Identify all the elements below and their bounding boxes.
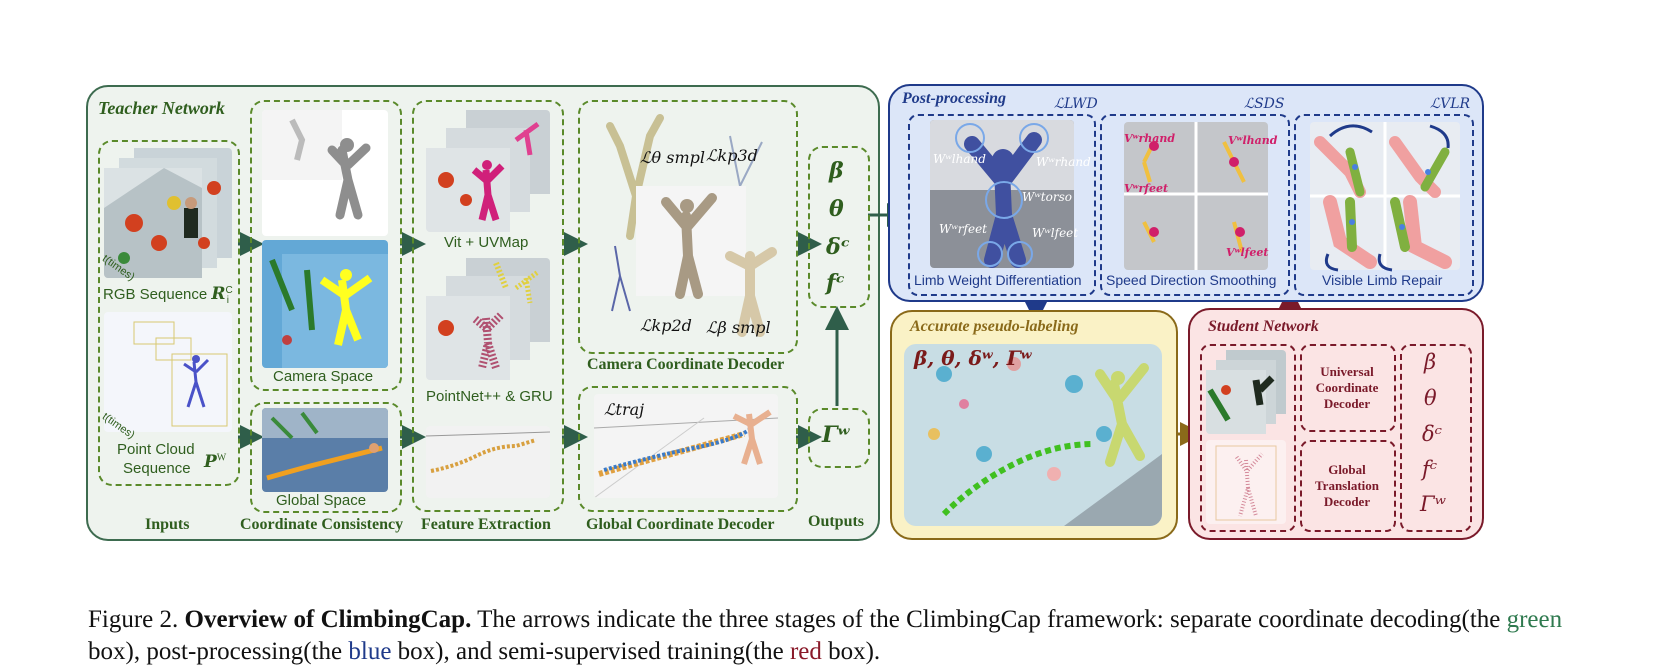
inputs-box	[98, 140, 240, 486]
global-translation-decoder-label: Global Translation Decoder	[1314, 462, 1380, 509]
pseudo-labeling-title: Accurate pseudo-labeling	[910, 318, 1079, 335]
feature-trajectory-image	[426, 426, 550, 498]
output-delta: δᶜ	[826, 234, 851, 260]
point-cloud-symbol: PW	[204, 452, 226, 472]
w-lfeet: Wʷlfeet	[1032, 226, 1079, 240]
point-cloud-label-1: Point Cloud	[117, 441, 195, 458]
caption-text-1: The arrows indicate the three stages of …	[471, 606, 1507, 633]
rgb-sub: i	[226, 295, 230, 306]
student-output-theta: θ	[1424, 386, 1437, 410]
loss-theta-smpl: ℒθ smpl	[640, 148, 705, 167]
point-cloud-image	[104, 312, 232, 432]
caption-text-2: box), post-processing(the	[88, 638, 349, 665]
caption-red: red	[789, 638, 822, 665]
rgb-sequence-text: RGB Sequence	[103, 286, 208, 303]
speed-direction-label: Speed Direction Smoothing	[1106, 272, 1277, 288]
pseudo-labeling-image	[904, 344, 1162, 526]
rgb-sequence-image	[104, 148, 232, 278]
pc-symbol: P	[204, 452, 217, 472]
visible-limb-arrows-icon	[1324, 124, 1450, 272]
vit-uvmap-image	[426, 110, 550, 232]
universal-decoder-box	[1300, 344, 1396, 432]
v-lfeet: Vʷlfeet	[1226, 246, 1269, 259]
post-processing-title: Post-processing	[902, 90, 1006, 107]
section-global-decoder: Global Coordinate Decoder	[586, 516, 775, 533]
limb-weight-label: Limb Weight Differentiation	[914, 272, 1082, 288]
caption-prefix: Figure 2.	[88, 606, 179, 633]
caption-bold: Overview of ClimbingCap.	[184, 606, 472, 633]
student-pointcloud-image	[1206, 440, 1286, 524]
figure-caption: Figure 2. Overview of ClimbingCap. The a…	[88, 604, 1588, 668]
limb-weight-box	[908, 114, 1096, 296]
universal-decoder-label: Universal Coordinate Decoder	[1315, 364, 1379, 411]
loss-traj: ℒtraj	[604, 400, 645, 419]
output-gamma-box	[808, 408, 870, 468]
w-lhand: Wʷlhand	[933, 152, 986, 166]
student-outputs-box	[1400, 344, 1472, 532]
section-feature-extraction: Feature Extraction	[421, 516, 551, 533]
rgb-symbol: R	[211, 284, 226, 304]
student-inputs-box	[1200, 344, 1296, 532]
outputs-box	[808, 146, 870, 308]
pointnet-gru-image	[426, 258, 550, 380]
v-rfeet: Vʷrfeet	[1124, 182, 1169, 195]
loss-sds: ℒSDS	[1244, 96, 1285, 112]
visible-limb-label: Visible Limb Repair	[1322, 272, 1443, 288]
output-f: fᶜ	[826, 270, 845, 296]
student-output-beta: β	[1424, 350, 1437, 374]
vit-uvmap-label: Vit + UVMap	[444, 234, 529, 251]
limb-weight-image	[930, 120, 1074, 268]
pointnet-gru-label: PointNet++ & GRU	[426, 388, 553, 405]
camera-decoder-image	[590, 106, 786, 342]
section-inputs: Inputs	[145, 516, 190, 533]
v-lhand: Vʷlhand	[1228, 134, 1278, 147]
student-rgb-image	[1206, 350, 1286, 434]
global-space-box	[250, 402, 402, 513]
global-space-image	[262, 408, 388, 492]
camera-decoder-box	[578, 100, 798, 354]
speed-direction-image	[1124, 122, 1268, 270]
feature-extraction-box	[412, 100, 564, 512]
visible-limb-image	[1310, 122, 1460, 270]
global-translation-decoder-box	[1300, 440, 1396, 532]
global-space-label: Global Space	[276, 492, 367, 509]
v-rhand: Vʷrhand	[1124, 132, 1176, 145]
output-gamma: Γʷ	[822, 422, 850, 448]
camera-space-mesh-image	[262, 110, 388, 236]
speed-direction-box	[1100, 114, 1290, 296]
loss-kp2d: ℒkp2d	[640, 316, 692, 335]
student-output-f: fᶜ	[1422, 457, 1438, 481]
camera-space-box	[250, 100, 402, 391]
teacher-network-title: Teacher Network	[98, 98, 225, 118]
pseudo-labeling-symbols: β, θ, δʷ, Γʷ	[914, 346, 1032, 370]
section-coordinate-consistency: Coordinate Consistency	[240, 516, 404, 533]
rgb-sup: C	[225, 285, 233, 296]
point-cloud-label-2: Sequence	[123, 460, 191, 477]
loss-kp3d: ℒkp3d	[706, 146, 758, 165]
caption-green: green	[1506, 606, 1563, 633]
student-output-delta: δᶜ	[1422, 422, 1443, 446]
caption-blue: blue	[348, 638, 392, 665]
global-decoder-box	[578, 386, 798, 512]
camera-decoder-label: Camera Coordinate Decoder	[587, 356, 785, 373]
w-rfeet: Wʷrfeet	[939, 222, 988, 236]
caption-text-3: box), and semi-supervised training(the	[391, 638, 790, 665]
camera-space-image	[262, 240, 388, 368]
rgb-sequence-label: RGB Sequence RCi	[103, 284, 233, 306]
student-network-title: Student Network	[1208, 318, 1319, 335]
global-decoder-image	[594, 394, 778, 498]
loss-vlr: ℒVLR	[1430, 96, 1471, 112]
w-torso: Wʷtorso	[1022, 190, 1072, 204]
loss-lwd: ℒLWD	[1054, 96, 1098, 112]
section-outputs: Outputs	[808, 513, 865, 530]
w-rhand: Wʷrhand	[1036, 155, 1091, 169]
loss-beta-smpl: ℒβ smpl	[706, 318, 771, 337]
pc-sup: W	[216, 452, 227, 464]
student-output-gamma: Γʷ	[1420, 492, 1446, 516]
output-beta: β	[829, 158, 844, 184]
output-theta: θ	[829, 196, 844, 222]
caption-text-4: box).	[821, 638, 881, 665]
visible-limb-box	[1294, 114, 1474, 296]
camera-space-label: Camera Space	[273, 368, 374, 385]
